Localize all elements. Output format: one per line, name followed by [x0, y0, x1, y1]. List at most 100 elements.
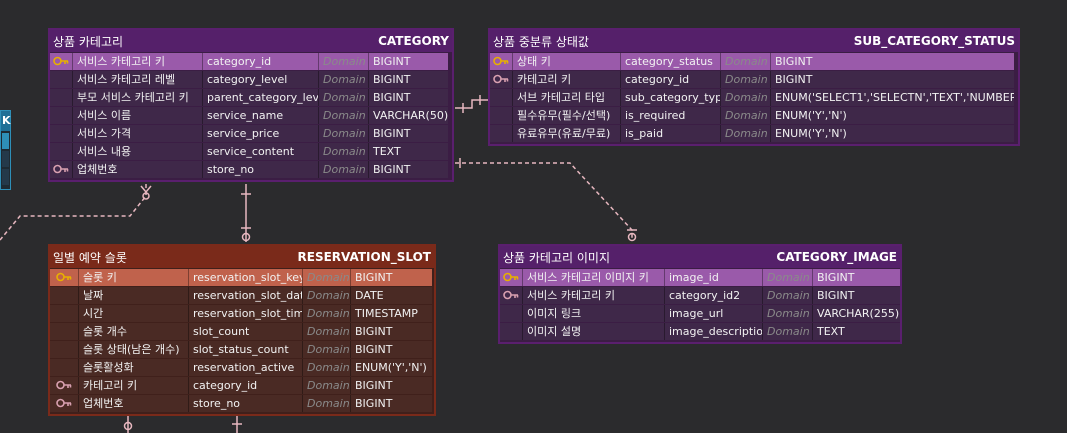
column-physical-name: category_id2	[664, 286, 762, 304]
foreign-key-icon	[50, 160, 72, 178]
column-domain: Domain	[762, 304, 812, 322]
primary-key-icon	[500, 268, 522, 286]
column-data-type: BIGINT	[812, 268, 900, 286]
empty-key-cell	[50, 358, 78, 376]
rel-category-sub-status	[455, 99, 488, 109]
empty-key-cell	[50, 106, 72, 124]
column-logical-name: 서비스 이름	[72, 106, 202, 124]
column-data-type: BIGINT	[350, 322, 432, 340]
column-logical-name: 필수유무(필수/선택)	[512, 106, 620, 124]
column-logical-name: 업체번호	[78, 394, 188, 412]
offscreen-table-stub[interactable]: K	[0, 110, 11, 190]
column-physical-name: image_id	[664, 268, 762, 286]
column-physical-name: is_required	[620, 106, 720, 124]
column-physical-name: reservation_active	[188, 358, 302, 376]
foreign-key-icon	[50, 376, 78, 394]
table-physical-name: RESERVATION_SLOT	[297, 250, 432, 264]
rel-marker	[462, 95, 481, 113]
column-physical-name: store_no	[202, 160, 318, 178]
column-data-type: BIGINT	[350, 340, 432, 358]
table-logical-name: 상품 중분류 상태값	[493, 34, 589, 49]
column-data-type: BIGINT	[368, 160, 448, 178]
column-logical-name: 업체번호	[72, 160, 202, 178]
table-physical-name: CATEGORY	[378, 34, 449, 48]
foreign-key-icon	[500, 286, 522, 304]
column-logical-name: 유료유무(유료/무료)	[512, 124, 620, 142]
column-data-type: BIGINT	[350, 394, 432, 412]
column-physical-name: sub_category_type	[620, 88, 720, 106]
column-logical-name: 이미지 링크	[522, 304, 664, 322]
column-logical-name: 서비스 카테고리 레벨	[72, 70, 202, 88]
foreign-key-icon	[50, 394, 78, 412]
rel-marker	[627, 232, 637, 242]
primary-key-icon	[490, 52, 512, 70]
foreign-key-icon	[490, 70, 512, 88]
column-data-type: BIGINT	[350, 376, 432, 394]
column-data-type: BIGINT	[812, 286, 900, 304]
column-physical-name: service_content	[202, 142, 318, 160]
column-data-type: TEXT	[368, 142, 448, 160]
column-physical-name: service_price	[202, 124, 318, 142]
column-data-type: ENUM('Y','N')	[770, 124, 1014, 142]
column-logical-name: 시간	[78, 304, 188, 322]
column-domain: Domain	[720, 70, 770, 88]
primary-key-icon	[50, 52, 72, 70]
empty-key-cell	[50, 70, 72, 88]
column-physical-name: reservation_slot_date	[188, 286, 302, 304]
column-logical-name: 이미지 설명	[522, 322, 664, 340]
column-physical-name: parent_category_level	[202, 88, 318, 106]
column-domain: Domain	[720, 106, 770, 124]
column-data-type: BIGINT	[770, 70, 1014, 88]
column-logical-name: 서비스 가격	[72, 124, 202, 142]
empty-key-cell	[490, 124, 512, 142]
table-physical-name: CATEGORY_IMAGE	[776, 250, 897, 264]
column-data-type: ENUM('Y','N')	[770, 106, 1014, 124]
column-logical-name: 날짜	[78, 286, 188, 304]
column-domain: Domain	[302, 376, 350, 394]
column-domain: Domain	[762, 322, 812, 340]
empty-key-cell	[50, 88, 72, 106]
column-logical-name: 서비스 카테고리 키	[72, 52, 202, 70]
column-physical-name: store_no	[188, 394, 302, 412]
column-data-type: BIGINT	[770, 52, 1014, 70]
column-physical-name: category_id	[188, 376, 302, 394]
column-logical-name: 부모 서비스 카테고리 키	[72, 88, 202, 106]
column-data-type: VARCHAR(255)	[812, 304, 900, 322]
column-physical-name: image_description	[664, 322, 762, 340]
column-logical-name: 카테고리 키	[78, 376, 188, 394]
rel-reservation-bottom-2	[232, 415, 242, 433]
